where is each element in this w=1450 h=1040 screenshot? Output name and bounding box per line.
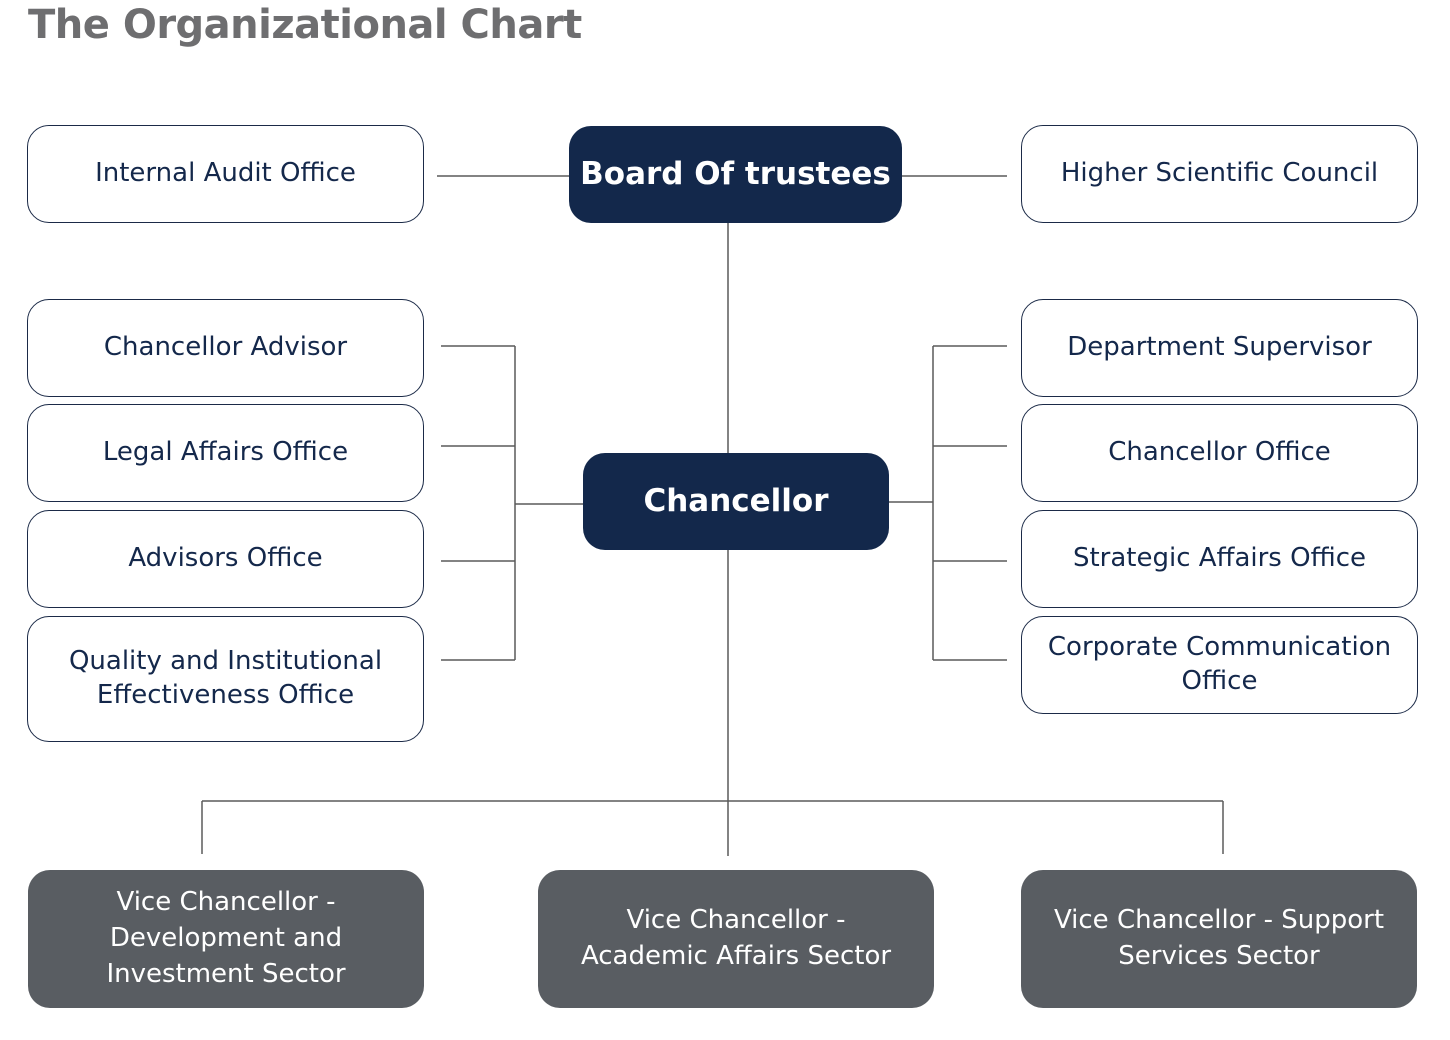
node-vc-academic-affairs: Vice Chancellor - Academic Affairs Secto… [538, 870, 934, 1008]
node-label: Higher Scientific Council [1060, 158, 1379, 189]
node-department-supervisor: Department Supervisor [1021, 299, 1418, 397]
node-label: Legal Affairs Office [102, 437, 349, 468]
node-higher-scientific-council: Higher Scientific Council [1021, 125, 1418, 223]
node-label: Quality and Institutional Effectiveness … [68, 646, 383, 710]
node-advisors-office: Advisors Office [27, 510, 424, 608]
node-chancellor-office: Chancellor Office [1021, 404, 1418, 502]
node-internal-audit-office: Internal Audit Office [27, 125, 424, 223]
node-label: Department Supervisor [1067, 332, 1372, 363]
node-vc-development-investment: Vice Chancellor - Development and Invest… [28, 870, 424, 1008]
node-label: Board Of trustees [580, 156, 891, 193]
node-label: Chancellor [643, 483, 829, 520]
node-label: Vice Chancellor - Development and Invest… [106, 887, 346, 989]
node-label: Corporate Communication Office [1047, 632, 1392, 696]
node-label: Strategic Affairs Office [1072, 543, 1367, 574]
page-title: The Organizational Chart [28, 2, 582, 48]
node-label: Chancellor Advisor [103, 332, 348, 363]
node-chancellor-advisor: Chancellor Advisor [27, 299, 424, 397]
node-corporate-communication-office: Corporate Communication Office [1021, 616, 1418, 714]
node-label: Advisors Office [128, 543, 323, 574]
node-label: Vice Chancellor - Academic Affairs Secto… [580, 905, 892, 971]
node-board-of-trustees: Board Of trustees [569, 126, 902, 223]
node-legal-affairs-office: Legal Affairs Office [27, 404, 424, 502]
node-label: Internal Audit Office [95, 158, 356, 189]
node-label: Chancellor Office [1108, 437, 1331, 468]
node-label: Vice Chancellor - Support Services Secto… [1053, 905, 1385, 971]
node-chancellor: Chancellor [583, 453, 889, 550]
node-quality-effectiveness-office: Quality and Institutional Effectiveness … [27, 616, 424, 742]
node-strategic-affairs-office: Strategic Affairs Office [1021, 510, 1418, 608]
node-vc-support-services: Vice Chancellor - Support Services Secto… [1021, 870, 1417, 1008]
